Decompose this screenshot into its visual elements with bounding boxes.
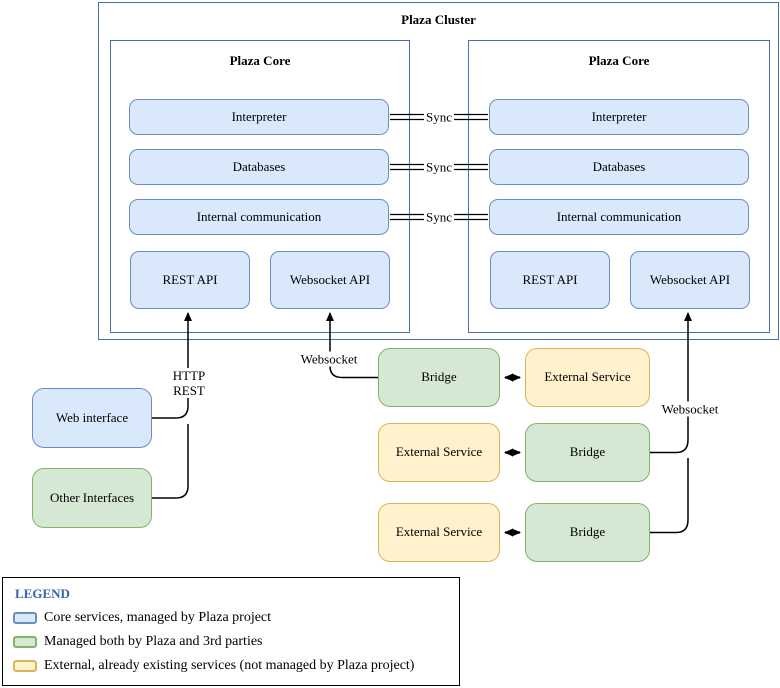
plaza-cluster-title: Plaza Cluster: [401, 12, 476, 27]
node-internal-communication-right: Internal communication: [489, 199, 749, 235]
node-websocket-api-left: Websocket API: [270, 251, 390, 309]
node-label: Internal communication: [196, 208, 322, 224]
node-databases-left: Databases: [129, 149, 389, 185]
websocket-left-label: Websocket: [298, 351, 360, 367]
node-external-service-1: External Service: [525, 348, 650, 407]
node-databases-right: Databases: [489, 149, 749, 185]
node-label: Bridge: [569, 524, 606, 540]
node-label: External Service: [544, 369, 631, 385]
node-other-interfaces: Other Interfaces: [32, 468, 152, 528]
legend-swatch-external: [13, 660, 37, 672]
node-bridge-1: Bridge: [378, 348, 500, 407]
legend-title: LEGEND: [15, 586, 70, 601]
plaza-core-right-title: Plaza Core: [588, 53, 650, 68]
sync-label-3: Sync: [424, 209, 454, 225]
node-label: Interpreter: [231, 108, 287, 124]
sync-label-2: Sync: [424, 159, 454, 175]
node-label: Other Interfaces: [49, 489, 135, 505]
node-internal-communication-left: Internal communication: [129, 199, 389, 235]
legend-item-shared: Managed both by Plaza and 3rd parties: [13, 634, 449, 650]
node-rest-api-right: REST API: [490, 251, 610, 309]
legend: LEGEND Core services, managed by Plaza p…: [2, 577, 460, 686]
legend-swatch-shared: [13, 636, 37, 648]
node-label: Websocket API: [649, 271, 731, 287]
http-rest-label: HTTP REST: [170, 368, 208, 398]
node-label: External Service: [395, 444, 483, 460]
node-label: Databases: [592, 158, 646, 174]
node-label: REST API: [162, 271, 218, 287]
node-external-service-3: External Service: [378, 503, 500, 562]
plaza-cluster-container: Plaza Cluster: [98, 2, 779, 340]
node-external-service-2: External Service: [378, 423, 500, 482]
plaza-core-right-container: Plaza Core: [468, 40, 770, 333]
node-interpreter-right: Interpreter: [489, 99, 749, 135]
node-label: REST API: [522, 271, 578, 287]
legend-label-core: Core services, managed by Plaza project: [44, 610, 272, 625]
legend-label-external: External, already existing services (not…: [44, 658, 415, 673]
node-websocket-api-right: Websocket API: [630, 251, 750, 309]
node-rest-api-left: REST API: [130, 251, 250, 309]
node-label: External Service: [395, 524, 483, 540]
legend-label-shared: Managed both by Plaza and 3rd parties: [44, 634, 263, 649]
node-label: Bridge: [569, 444, 606, 460]
http-label: HTTP: [172, 368, 206, 383]
node-bridge-3: Bridge: [525, 503, 650, 562]
sync-label-1: Sync: [424, 109, 454, 125]
node-label: Web interface: [55, 409, 129, 425]
legend-item-core: Core services, managed by Plaza project: [13, 610, 449, 626]
node-web-interface: Web interface: [32, 388, 152, 448]
plaza-core-left-title: Plaza Core: [229, 53, 291, 68]
node-label: Internal communication: [556, 208, 682, 224]
websocket-right-label: Websocket: [659, 401, 721, 417]
node-bridge-2: Bridge: [525, 423, 650, 482]
node-label: Databases: [232, 158, 286, 174]
node-interpreter-left: Interpreter: [129, 99, 389, 135]
legend-swatch-core: [13, 612, 37, 624]
plaza-core-left-container: Plaza Core: [110, 40, 410, 333]
node-label: Interpreter: [591, 108, 647, 124]
legend-item-external: External, already existing services (not…: [13, 658, 449, 674]
node-label: Websocket API: [289, 271, 371, 287]
rest-label: REST: [173, 383, 205, 398]
node-label: Bridge: [421, 369, 457, 385]
